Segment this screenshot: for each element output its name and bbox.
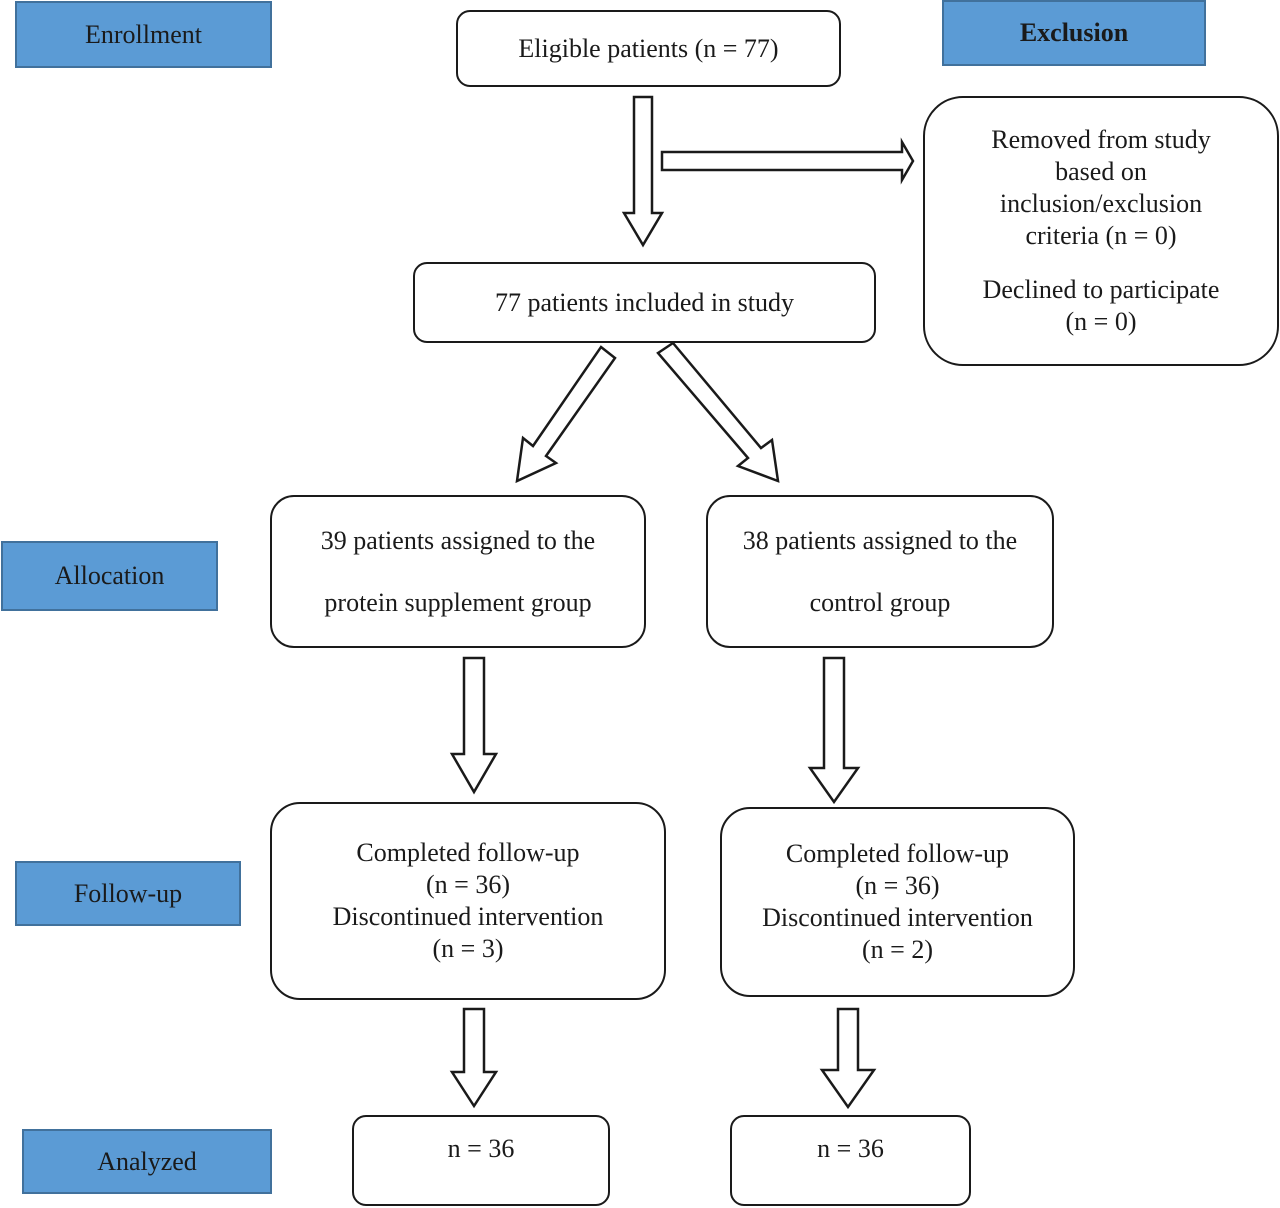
- box-excluded: Removed from study based on inclusion/ex…: [923, 96, 1279, 366]
- eligible-text: Eligible patients (n = 77): [518, 33, 779, 63]
- control-group-line-2: control group: [809, 587, 951, 617]
- stage-enrollment-label: Enrollment: [85, 19, 202, 49]
- stage-allocation-label: Allocation: [54, 561, 165, 590]
- arrow-included-to-protein: [515, 345, 617, 484]
- stage-analyzed: Analyzed: [22, 1129, 272, 1194]
- box-control-followup: Completed follow-up (n = 36) Discontinue…: [720, 807, 1075, 997]
- box-control-group: 38 patients assigned to the control grou…: [706, 495, 1054, 648]
- box-control-analyzed: n = 36: [730, 1115, 971, 1206]
- excluded-declined-line-1: Declined to participate: [982, 275, 1220, 304]
- protein-followup-line-2: (n = 36): [426, 870, 510, 899]
- arrow-control-followup-to-analyzed: [819, 1007, 877, 1110]
- control-followup-line-4: (n = 2): [862, 935, 933, 964]
- control-followup-line-1: Completed follow-up: [785, 839, 1010, 868]
- stage-exclusion: Exclusion: [942, 0, 1206, 66]
- stage-analyzed-label: Analyzed: [97, 1146, 197, 1176]
- arrow-included-to-control: [656, 341, 780, 483]
- protein-analyzed-text: n = 36: [447, 1134, 515, 1163]
- box-eligible-patients: Eligible patients (n = 77): [456, 10, 841, 87]
- excluded-removed-line-1: Removed from study: [991, 125, 1211, 154]
- box-protein-analyzed: n = 36: [352, 1115, 610, 1206]
- box-protein-followup: Completed follow-up (n = 36) Discontinue…: [270, 802, 666, 1000]
- box-protein-group: 39 patients assigned to the protein supp…: [270, 495, 646, 648]
- protein-group-line-1: 39 patients assigned to the: [320, 525, 596, 555]
- arrow-control-to-followup: [807, 656, 861, 805]
- stage-enrollment: Enrollment: [15, 1, 272, 68]
- excluded-removed-line-3: inclusion/exclusion: [999, 189, 1203, 218]
- stage-follow-up: Follow-up: [15, 861, 241, 926]
- protein-followup-line-4: (n = 3): [432, 934, 504, 963]
- excluded-removed-line-2: based on: [1055, 157, 1147, 186]
- control-followup-line-2: (n = 36): [855, 871, 940, 900]
- arrow-to-exclusion: [660, 137, 915, 185]
- stage-allocation: Allocation: [1, 541, 218, 611]
- stage-exclusion-label: Exclusion: [1019, 18, 1129, 47]
- control-group-line-1: 38 patients assigned to the: [742, 525, 1018, 555]
- control-analyzed-text: n = 36: [817, 1134, 884, 1163]
- arrow-eligible-to-included: [621, 95, 665, 248]
- excluded-declined-line-2: (n = 0): [1065, 307, 1137, 336]
- protein-followup-line-1: Completed follow-up: [356, 838, 580, 867]
- arrow-protein-followup-to-analyzed: [449, 1007, 499, 1109]
- box-included: 77 patients included in study: [413, 262, 876, 343]
- included-text: 77 patients included in study: [495, 287, 794, 317]
- stage-follow-up-label: Follow-up: [73, 878, 183, 908]
- protein-group-line-2: protein supplement group: [324, 587, 592, 617]
- protein-followup-line-3: Discontinued intervention: [332, 902, 604, 931]
- control-followup-line-3: Discontinued intervention: [762, 903, 1033, 932]
- excluded-removed-line-4: criteria (n = 0): [1025, 221, 1177, 250]
- arrow-protein-to-followup: [449, 656, 499, 795]
